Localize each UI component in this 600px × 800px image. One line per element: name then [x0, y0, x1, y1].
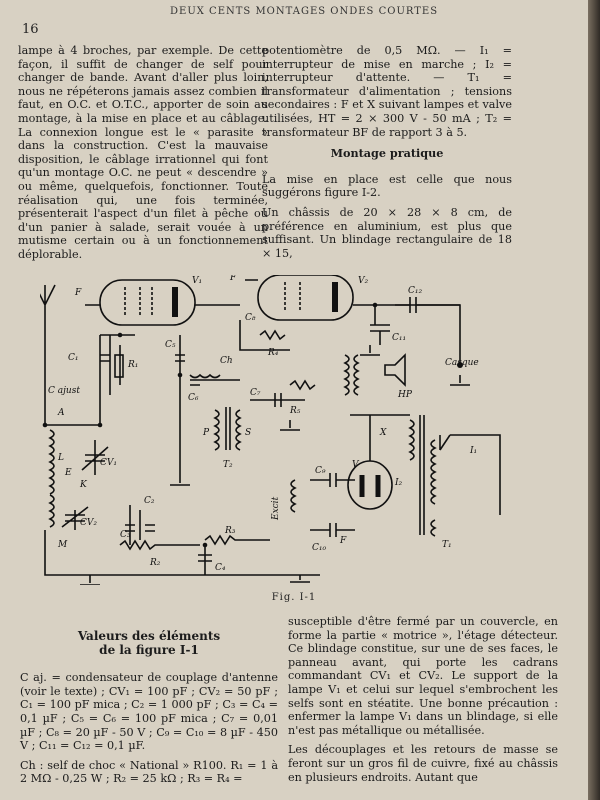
- paragraph: C aj. = condensateur de couplage d'anten…: [20, 671, 278, 753]
- label-t2: T₂: [223, 460, 233, 470]
- label-r3: R₃: [224, 526, 236, 536]
- label-c6: C₆: [188, 393, 199, 403]
- column-right-bottom: susceptible d'être fermé par un couvercl…: [288, 615, 558, 790]
- label-r5: R₅: [289, 406, 301, 416]
- book-spine: [588, 0, 600, 800]
- running-title: DEUX CENTS MONTAGES ONDES COURTES: [170, 6, 439, 17]
- paragraph: Un châssis de 20 × 28 × 8 cm, de préfére…: [262, 205, 512, 260]
- label-k: K: [79, 480, 88, 490]
- section-subheading: Montage pratique: [330, 146, 444, 161]
- label-s: S: [245, 428, 251, 438]
- label-c11: C₁₁: [392, 333, 406, 343]
- label-c12: C₁₂: [408, 286, 422, 296]
- label-i2: I₂: [394, 478, 403, 488]
- label-casque: Casque: [445, 358, 479, 368]
- label-c1: C₁: [68, 353, 79, 363]
- label-l: L: [57, 453, 64, 463]
- label-a: A: [57, 408, 65, 418]
- paragraph: susceptible d'être fermé par un couvercl…: [288, 615, 558, 737]
- column-right-top: potentiomètre de 0,5 MΩ. — I₁ = interrup…: [262, 44, 512, 266]
- paragraph: La mise en place est celle que nous sugg…: [262, 172, 512, 200]
- label-v2: V₂: [358, 276, 368, 286]
- label-p: P: [202, 428, 210, 438]
- circuit-schematic: V₁ V₂ F F F C ajust A L E K M CV₁ CV₂ C₁…: [40, 275, 501, 585]
- paragraph: Les découplages et les retours de masse …: [288, 743, 558, 784]
- label-ch: Ch: [220, 356, 233, 366]
- label-r1: R₁: [127, 360, 138, 370]
- label-r2: R₂: [149, 558, 161, 568]
- paragraph: lampe à 4 broches, par exemple. De cette…: [18, 44, 268, 261]
- label-c4: C₄: [215, 563, 226, 573]
- label-c5: C₅: [165, 340, 176, 350]
- page-number: 16: [22, 22, 39, 37]
- label-m: M: [57, 540, 68, 550]
- label-c2: C₂: [144, 496, 155, 506]
- label-f-left: F: [74, 288, 82, 298]
- figure-caption: Fig. I-1: [271, 592, 317, 603]
- label-r4: R₄: [267, 348, 279, 358]
- label-c10: C₁₀: [312, 543, 326, 553]
- label-c8: C₈: [245, 313, 256, 323]
- paragraph: Ch : self de choc « National » R100. R₁ …: [20, 758, 278, 786]
- label-hp: HP: [397, 390, 413, 400]
- label-c-ajust: C ajust: [48, 386, 80, 396]
- label-e: E: [64, 468, 72, 478]
- label-c7: C₇: [250, 388, 261, 398]
- paragraph: potentiomètre de 0,5 MΩ. — I₁ = interrup…: [262, 44, 512, 139]
- label-f-bottom: F: [339, 536, 347, 546]
- label-cv1: CV₁: [100, 458, 117, 468]
- label-c9: C₉: [315, 466, 326, 476]
- label-t1: T₁: [442, 540, 452, 550]
- label-v: V: [352, 460, 360, 470]
- label-f-mid: F: [229, 275, 237, 283]
- column-left-top: lampe à 4 broches, par exemple. De cette…: [18, 44, 268, 268]
- label-x: X: [379, 428, 387, 438]
- label-excit: Excit: [271, 496, 281, 521]
- label-v1: V₁: [192, 276, 202, 286]
- label-c3: C₃: [120, 530, 131, 540]
- label-i1: I₁: [469, 446, 477, 456]
- label-cv2: CV₂: [80, 518, 97, 528]
